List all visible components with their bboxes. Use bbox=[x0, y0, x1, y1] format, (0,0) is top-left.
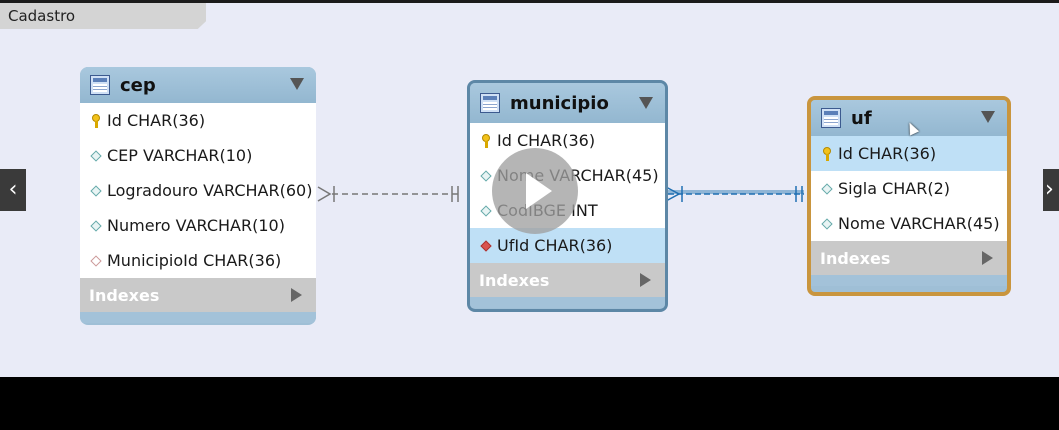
table-footer bbox=[80, 312, 316, 323]
primary-key-icon bbox=[820, 146, 834, 161]
play-icon[interactable] bbox=[492, 148, 578, 234]
column-icon bbox=[820, 217, 834, 231]
indexes-label: Indexes bbox=[479, 270, 550, 290]
column-row-selected[interactable]: UfId CHAR(36) bbox=[470, 228, 665, 263]
table-icon bbox=[90, 75, 110, 95]
table-title: cep bbox=[120, 74, 156, 96]
relationships-layer bbox=[317, 186, 804, 202]
column-icon bbox=[89, 254, 103, 268]
table-footer bbox=[811, 275, 1007, 286]
table-header[interactable]: municipio bbox=[470, 83, 665, 123]
column-row[interactable]: Logradouro VARCHAR(60) bbox=[80, 173, 316, 208]
table-header[interactable]: cep bbox=[80, 67, 316, 103]
table-uf[interactable]: uf Id CHAR(36) Sigla CHAR(2) Nome VARCHA… bbox=[807, 96, 1011, 296]
table-title: uf bbox=[851, 107, 872, 129]
next-arrow-icon[interactable]: › bbox=[1043, 169, 1059, 211]
column-row[interactable]: Id CHAR(36) bbox=[80, 103, 316, 138]
column-label: MunicipioId CHAR(36) bbox=[107, 251, 282, 270]
column-label: Nome VARCHAR(45) bbox=[838, 214, 1000, 233]
column-label: CEP VARCHAR(10) bbox=[107, 146, 253, 165]
table-cep[interactable]: cep Id CHAR(36) CEP VARCHAR(10) Logradou… bbox=[80, 67, 316, 325]
column-label: Sigla CHAR(2) bbox=[838, 179, 951, 198]
column-list: Id CHAR(36) CEP VARCHAR(10) Logradouro V… bbox=[80, 103, 316, 278]
table-header[interactable]: uf bbox=[811, 100, 1007, 136]
column-label: Numero VARCHAR(10) bbox=[107, 216, 285, 235]
column-label: Id CHAR(36) bbox=[107, 111, 206, 130]
table-icon bbox=[821, 108, 841, 128]
column-icon bbox=[89, 149, 103, 163]
column-list: Id CHAR(36) Sigla CHAR(2) Nome VARCHAR(4… bbox=[811, 136, 1007, 241]
column-label: Id CHAR(36) bbox=[838, 144, 937, 163]
indexes-label: Indexes bbox=[820, 248, 891, 268]
collapse-arrow-icon[interactable] bbox=[981, 111, 995, 123]
foreign-key-icon bbox=[479, 239, 493, 253]
collapse-arrow-icon[interactable] bbox=[639, 97, 653, 109]
expand-arrow-icon[interactable] bbox=[640, 273, 651, 287]
column-row[interactable]: CEP VARCHAR(10) bbox=[80, 138, 316, 173]
table-footer bbox=[470, 297, 665, 308]
primary-key-icon bbox=[89, 113, 103, 128]
column-icon bbox=[820, 182, 834, 196]
relationship-municipio-uf[interactable] bbox=[665, 186, 804, 202]
indexes-section[interactable]: Indexes bbox=[80, 278, 316, 312]
layer-label[interactable]: Cadastro bbox=[0, 3, 206, 29]
indexes-section[interactable]: Indexes bbox=[470, 263, 665, 297]
column-row[interactable]: MunicipioId CHAR(36) bbox=[80, 243, 316, 278]
column-icon bbox=[479, 169, 493, 183]
indexes-label: Indexes bbox=[89, 285, 160, 305]
relationship-cep-municipio[interactable] bbox=[317, 186, 462, 202]
diagram-canvas[interactable]: Cadastro cep Id CHAR bbox=[0, 0, 1059, 377]
table-title: municipio bbox=[510, 92, 609, 114]
column-row[interactable]: Sigla CHAR(2) bbox=[811, 171, 1007, 206]
expand-arrow-icon[interactable] bbox=[291, 288, 302, 302]
column-row-selected[interactable]: Id CHAR(36) bbox=[811, 136, 1007, 171]
column-label: UfId CHAR(36) bbox=[497, 236, 613, 255]
indexes-section[interactable]: Indexes bbox=[811, 241, 1007, 275]
column-row[interactable]: Numero VARCHAR(10) bbox=[80, 208, 316, 243]
primary-key-icon bbox=[479, 133, 493, 148]
column-label: Logradouro VARCHAR(60) bbox=[107, 181, 313, 200]
top-border bbox=[0, 0, 1059, 3]
table-icon bbox=[480, 93, 500, 113]
column-icon bbox=[479, 204, 493, 218]
collapse-arrow-icon[interactable] bbox=[290, 78, 304, 90]
column-icon bbox=[89, 219, 103, 233]
previous-arrow-icon[interactable]: ‹ bbox=[0, 169, 26, 211]
column-label: Id CHAR(36) bbox=[497, 131, 596, 150]
expand-arrow-icon[interactable] bbox=[982, 251, 993, 265]
column-row[interactable]: Id CHAR(36) bbox=[470, 123, 665, 158]
column-icon bbox=[89, 184, 103, 198]
column-row[interactable]: Nome VARCHAR(45) bbox=[811, 206, 1007, 241]
